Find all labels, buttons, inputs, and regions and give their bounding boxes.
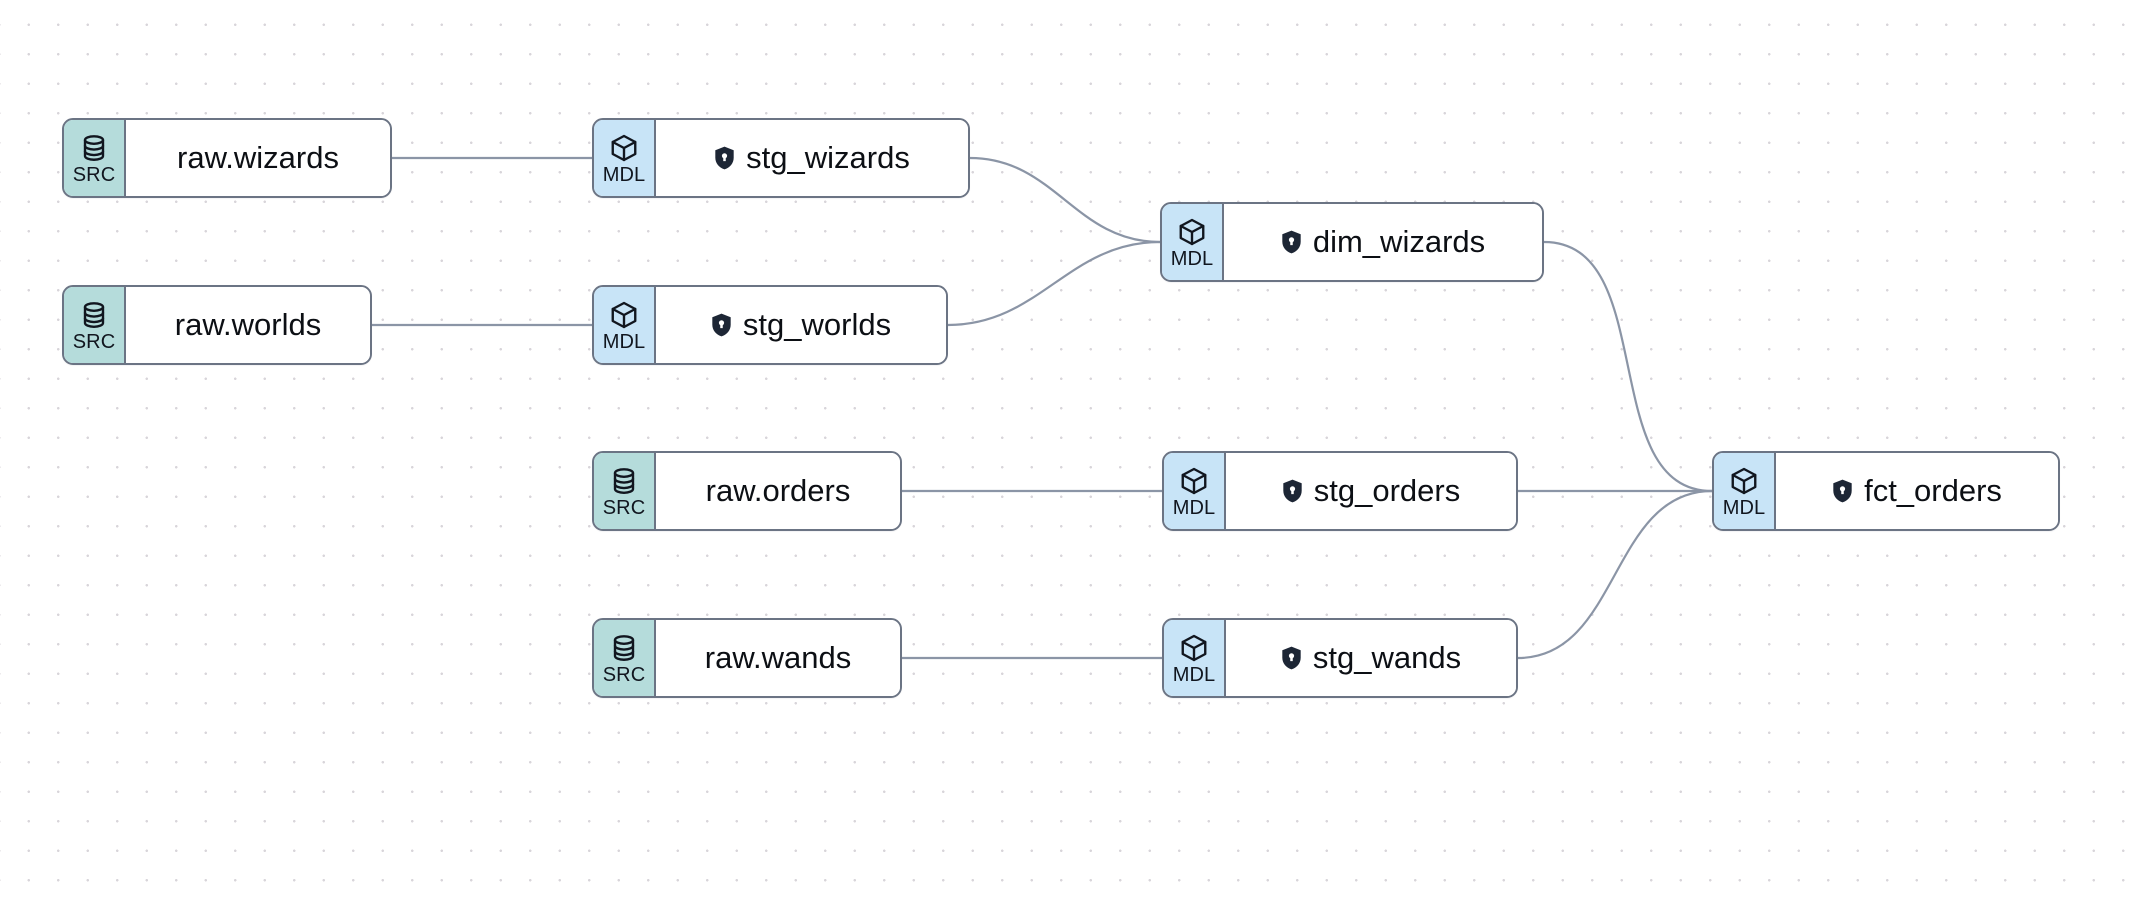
node-label: stg_orders [1313, 473, 1461, 508]
node-body: raw.wands [656, 620, 900, 696]
node-badge-mdl: MDL [594, 287, 656, 363]
node-body: dim_wizards [1224, 204, 1542, 280]
node-label: dim_wizards [1312, 224, 1486, 259]
node-badge-label: MDL [1172, 497, 1216, 519]
node-label: raw.wizards [177, 140, 339, 175]
node-badge-label: MDL [602, 331, 646, 353]
shield-lock-icon [1281, 646, 1302, 670]
node-stg-wizards[interactable]: MDL stg_wizards [592, 118, 970, 198]
node-raw-worlds[interactable]: SRC raw.worlds [62, 285, 372, 365]
node-stg-wands[interactable]: MDL stg_wands [1162, 618, 1518, 698]
node-label: stg_worlds [742, 307, 892, 342]
node-fct-orders[interactable]: MDL fct_orders [1712, 451, 2060, 531]
node-badge-src: SRC [594, 620, 656, 696]
node-badge-label: MDL [1170, 248, 1214, 270]
node-badge-mdl: MDL [1714, 453, 1776, 529]
database-icon [609, 633, 639, 663]
node-badge-src: SRC [64, 120, 126, 196]
node-badge-label: MDL [1722, 497, 1766, 519]
node-body: fct_orders [1776, 453, 2058, 529]
cube-icon [1179, 466, 1209, 496]
node-body: stg_orders [1226, 453, 1516, 529]
node-body: raw.wizards [126, 120, 390, 196]
edge-dim-wizards-to-fct-orders [1542, 240, 1714, 493]
node-label: fct_orders [1864, 473, 2002, 508]
node-body: raw.orders [656, 453, 900, 529]
shield-lock-icon [714, 146, 735, 170]
node-badge-label: SRC [72, 164, 116, 186]
node-label: raw.worlds [174, 307, 322, 342]
node-badge-label: MDL [1172, 664, 1216, 686]
node-dim-wizards[interactable]: MDL dim_wizards [1160, 202, 1544, 282]
shield-lock-icon [711, 313, 732, 337]
cube-icon [609, 133, 639, 163]
edge-stg-worlds-to-dim-wizards [946, 240, 1162, 327]
shield-lock-icon [1281, 230, 1302, 254]
node-label: raw.orders [705, 473, 851, 508]
node-badge-src: SRC [594, 453, 656, 529]
node-label: raw.wands [704, 640, 852, 675]
node-stg-orders[interactable]: MDL stg_orders [1162, 451, 1518, 531]
node-badge-mdl: MDL [1164, 620, 1226, 696]
node-body: raw.worlds [126, 287, 370, 363]
node-label: stg_wands [1312, 640, 1462, 675]
node-badge-label: SRC [602, 497, 646, 519]
shield-lock-icon [1282, 479, 1303, 503]
node-body: stg_wizards [656, 120, 968, 196]
database-icon [609, 466, 639, 496]
edge-stg-wands-to-fct-orders [1516, 489, 1714, 660]
node-badge-mdl: MDL [1164, 453, 1226, 529]
node-raw-wizards[interactable]: SRC raw.wizards [62, 118, 392, 198]
edge-stg-wizards-to-dim-wizards [968, 156, 1162, 244]
shield-lock-icon [1832, 479, 1853, 503]
node-body: stg_wands [1226, 620, 1516, 696]
node-raw-orders[interactable]: SRC raw.orders [592, 451, 902, 531]
node-badge-label: SRC [602, 664, 646, 686]
cube-icon [609, 300, 639, 330]
database-icon [79, 133, 109, 163]
node-badge-label: SRC [72, 331, 116, 353]
node-stg-worlds[interactable]: MDL stg_worlds [592, 285, 948, 365]
database-icon [79, 300, 109, 330]
cube-icon [1177, 217, 1207, 247]
cube-icon [1179, 633, 1209, 663]
node-badge-src: SRC [64, 287, 126, 363]
node-label: stg_wizards [746, 140, 910, 175]
cube-icon [1729, 466, 1759, 496]
node-raw-wands[interactable]: SRC raw.wands [592, 618, 902, 698]
node-badge-label: MDL [602, 164, 646, 186]
node-badge-mdl: MDL [594, 120, 656, 196]
node-body: stg_worlds [656, 287, 946, 363]
node-badge-mdl: MDL [1162, 204, 1224, 280]
